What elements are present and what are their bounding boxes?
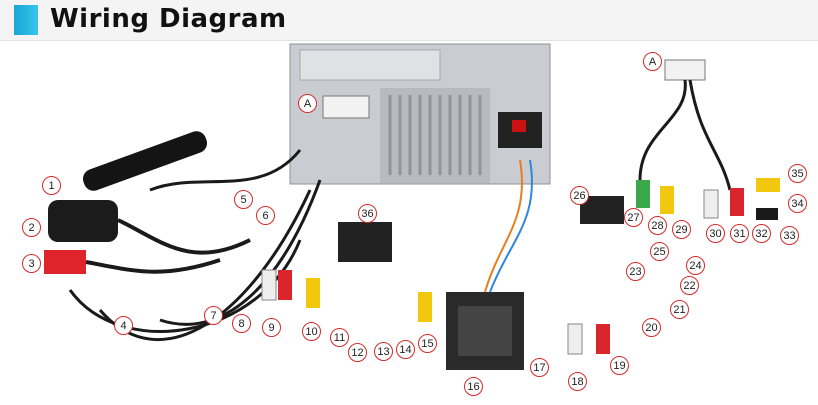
callout-6: 6	[256, 206, 275, 225]
callout-2: 2	[22, 218, 41, 237]
canbus-box	[338, 196, 624, 262]
callout-10: 10	[302, 322, 321, 341]
callout-32: 32	[752, 224, 771, 243]
callout-28: 28	[648, 216, 667, 235]
harness-connector-label: A	[643, 52, 662, 71]
callout-36: 36	[358, 204, 377, 223]
callout-9: 9	[262, 318, 281, 337]
callout-11: 11	[330, 328, 349, 347]
callout-26: 26	[570, 186, 589, 205]
callout-21: 21	[670, 300, 689, 319]
iso-connector	[446, 159, 533, 370]
callout-20: 20	[642, 318, 661, 337]
callout-12: 12	[348, 343, 367, 362]
callout-16: 16	[464, 377, 483, 396]
callout-4: 4	[114, 316, 133, 335]
callout-8: 8	[232, 314, 251, 333]
right-harness	[636, 59, 780, 220]
header-accent-bar	[14, 5, 38, 35]
callout-30: 30	[706, 224, 725, 243]
usb-red-connector	[44, 250, 221, 274]
unit-connector-label: A	[298, 94, 317, 113]
wifi-antenna	[82, 131, 208, 191]
callout-29: 29	[672, 220, 691, 239]
callout-24: 24	[686, 256, 705, 275]
callout-19: 19	[610, 356, 629, 375]
callout-17: 17	[530, 358, 549, 377]
header-bar: Wiring Diagram	[0, 0, 818, 41]
callout-25: 25	[650, 242, 669, 261]
callout-5: 5	[234, 190, 253, 209]
rca-connectors-center	[567, 323, 610, 355]
rca-connectors-left	[261, 269, 432, 322]
callout-33: 33	[780, 226, 799, 245]
callout-35: 35	[788, 164, 807, 183]
callout-3: 3	[22, 254, 41, 273]
callout-14: 14	[396, 340, 415, 359]
callout-31: 31	[730, 224, 749, 243]
callout-22: 22	[680, 276, 699, 295]
head-unit	[289, 43, 551, 185]
callout-34: 34	[788, 194, 807, 213]
gps-antenna	[48, 200, 251, 255]
page-title: Wiring Diagram	[50, 4, 287, 34]
callout-1: 1	[42, 176, 61, 195]
callout-27: 27	[624, 208, 643, 227]
callout-13: 13	[374, 342, 393, 361]
callout-23: 23	[626, 262, 645, 281]
wiring-illustration	[44, 43, 780, 370]
wiring-diagram: A A 1 2 3 4 5 6 7 8 9 10 11 12 13 14 15 …	[0, 40, 818, 400]
callout-7: 7	[204, 306, 223, 325]
callout-18: 18	[568, 372, 587, 391]
callout-15: 15	[418, 334, 437, 353]
